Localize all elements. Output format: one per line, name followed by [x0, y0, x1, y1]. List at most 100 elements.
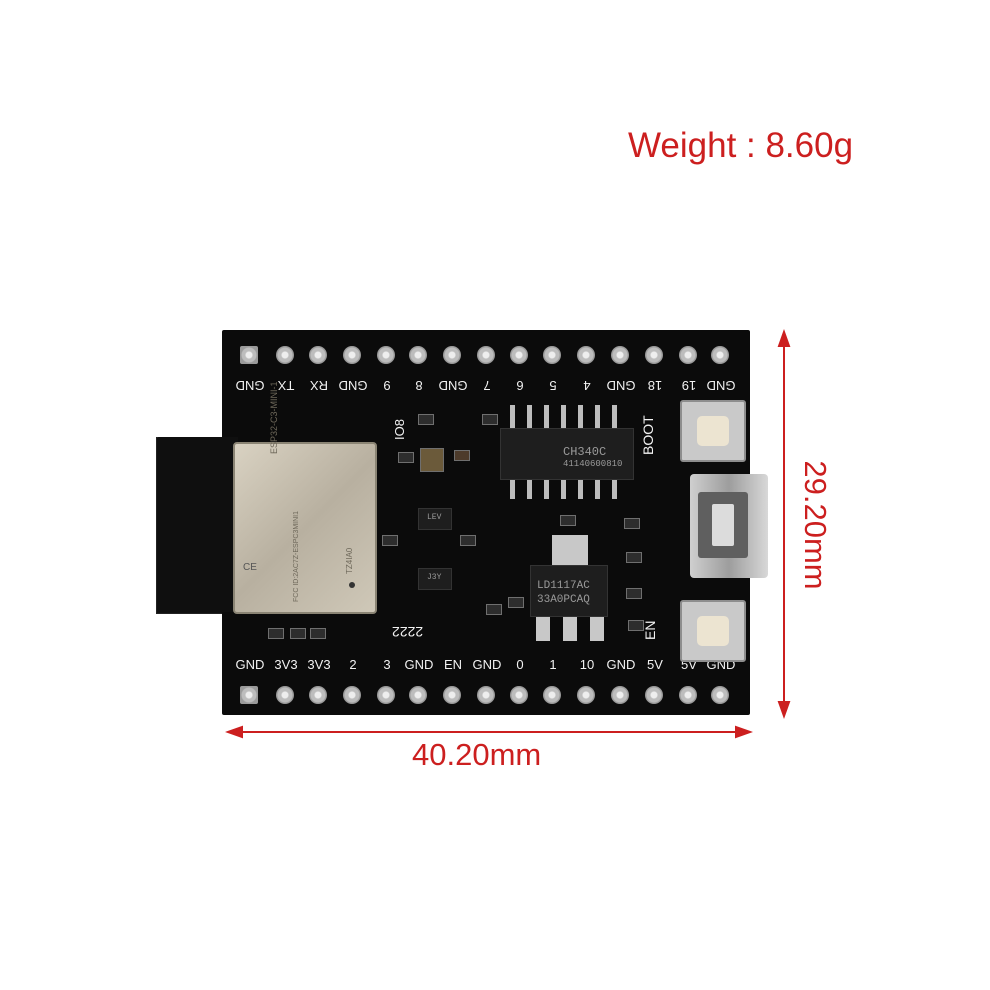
smd-component — [398, 452, 414, 463]
pin-label: 9 — [383, 378, 391, 393]
smd-component — [508, 597, 524, 608]
smd-component — [626, 588, 642, 599]
pin — [611, 346, 629, 364]
pin — [443, 686, 461, 704]
smd-component — [560, 515, 576, 526]
smd-component — [624, 518, 640, 529]
pin-label: GND — [706, 378, 736, 393]
pin-label: 3V3 — [274, 657, 298, 672]
board-marking: 2222 — [392, 624, 424, 640]
pin-label: 6 — [516, 378, 524, 393]
pin — [477, 346, 495, 364]
pin-label: GND — [606, 657, 636, 672]
io8-label: IO8 — [392, 419, 407, 440]
pin-label: 5 — [549, 378, 557, 393]
pin-label: 8 — [415, 378, 423, 393]
pin — [645, 346, 663, 364]
pin-label: 7 — [483, 378, 491, 393]
antenna-area-overlay — [158, 437, 238, 612]
ld1117-regulator: LD1117AC 33A0PCAQ — [530, 565, 608, 617]
esp32-module-shield: ESP32-C3-MINI-1 CE FCC ID:2AC7Z-ESPC3MIN… — [233, 381, 377, 614]
smd-component — [482, 414, 498, 425]
smd-component — [290, 628, 306, 639]
small-ic-1: LEV — [418, 508, 452, 530]
smd-component — [454, 450, 470, 461]
pin — [645, 686, 663, 704]
smd-component — [382, 535, 398, 546]
module-text-1: ESP32-C3-MINI-1 — [269, 381, 279, 454]
smd-component — [628, 620, 644, 631]
pin — [577, 686, 595, 704]
pin-label: GND — [235, 378, 265, 393]
pin — [679, 686, 697, 704]
chip1-line2: 41140600810 — [563, 459, 623, 469]
pin — [240, 346, 258, 364]
pin — [477, 686, 495, 704]
pin — [377, 686, 395, 704]
pin-label: GND — [438, 378, 468, 393]
micro-usb-port[interactable] — [690, 474, 768, 578]
pin — [343, 686, 361, 704]
pin-label: RX — [309, 378, 329, 393]
weight-label: Weight : 8.60g — [628, 126, 854, 165]
module-text-2: FCC ID:2AC7Z-ESPC3MINI1 — [293, 510, 300, 602]
pin-label: 18 — [647, 378, 663, 393]
pin — [611, 686, 629, 704]
pin-label: 10 — [579, 657, 595, 672]
chip1-pins — [510, 405, 617, 499]
smd-component — [268, 628, 284, 639]
pin — [711, 346, 729, 364]
en-label: EN — [642, 620, 658, 640]
pin — [276, 346, 294, 364]
boot-label: BOOT — [640, 415, 656, 455]
module-ce-mark: CE — [243, 562, 257, 573]
pin-label: GND — [404, 657, 434, 672]
module-text-3: TZ4IA0 — [345, 547, 354, 574]
pin — [711, 686, 729, 704]
chip1-line1: CH340C — [563, 445, 607, 459]
pin-label: 0 — [516, 657, 524, 672]
pin-label: 1 — [549, 657, 557, 672]
pin-label: 4 — [583, 378, 591, 393]
small-ic-2: J3Y — [418, 568, 452, 590]
pin — [443, 346, 461, 364]
pin-label: GND — [338, 378, 368, 393]
pin — [543, 686, 561, 704]
pin — [309, 686, 327, 704]
regulator-tabs — [536, 535, 604, 641]
pin — [510, 686, 528, 704]
smd-component — [310, 628, 326, 639]
smd-component — [460, 535, 476, 546]
pin — [276, 686, 294, 704]
smd-component — [418, 414, 434, 425]
module-dot — [349, 582, 355, 588]
pin — [409, 346, 427, 364]
pin-label: GND — [235, 657, 265, 672]
pin-label: 3V3 — [307, 657, 331, 672]
pin-label: 5V — [647, 657, 663, 672]
boot-button[interactable] — [680, 400, 746, 462]
smd-component — [626, 552, 642, 563]
pin — [510, 346, 528, 364]
rgb-led — [420, 448, 444, 472]
smd-component — [486, 604, 502, 615]
ch340c-chip: CH340C 41140600810 — [500, 428, 634, 480]
pin-label: 19 — [681, 378, 697, 393]
pin — [543, 346, 561, 364]
pin — [577, 346, 595, 364]
pin — [240, 686, 258, 704]
pin — [409, 686, 427, 704]
pin — [309, 346, 327, 364]
pin-label: 3 — [383, 657, 391, 672]
pin-label: EN — [443, 657, 463, 672]
width-dimension-label: 40.20mm — [412, 737, 542, 772]
chip2-line1: LD1117AC — [537, 580, 590, 592]
pin — [679, 346, 697, 364]
pin-label: 2 — [349, 657, 357, 672]
chip2-line2: 33A0PCAQ — [537, 594, 590, 606]
pin — [343, 346, 361, 364]
pin-label: GND — [606, 378, 636, 393]
en-button[interactable] — [680, 600, 746, 662]
pin-label: GND — [472, 657, 502, 672]
